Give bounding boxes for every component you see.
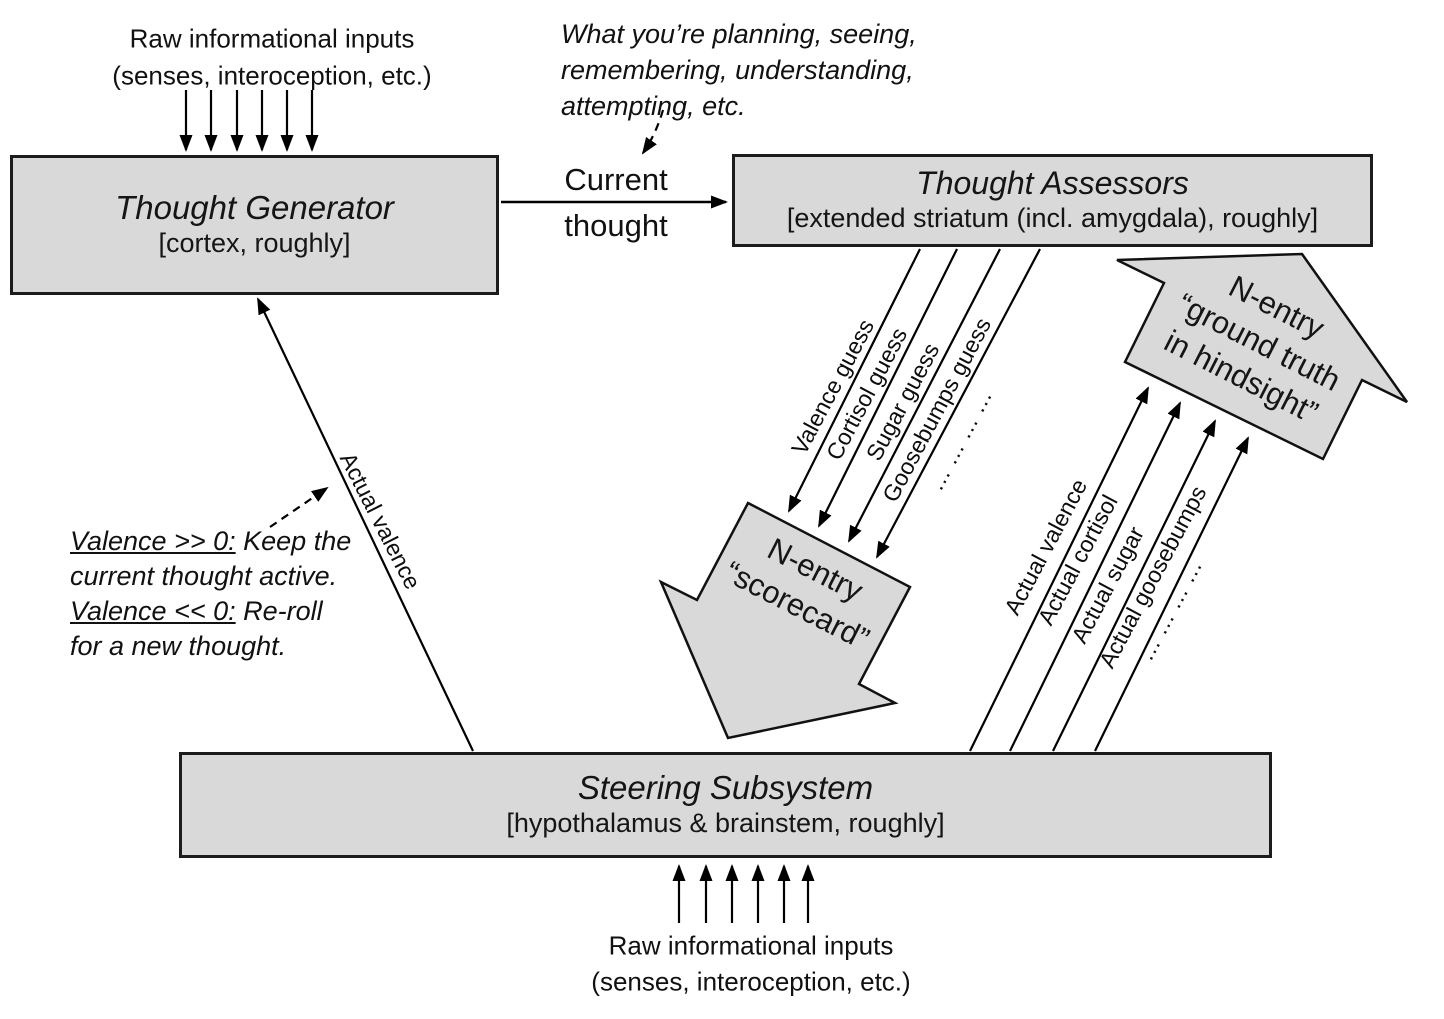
dashed-annotation-arrows bbox=[269, 109, 665, 528]
valence-rule-line2: current thought active. bbox=[70, 561, 338, 591]
thought-assessors-title: Thought Assessors bbox=[916, 165, 1189, 202]
thought-annotation-line2: remembering, understanding, bbox=[561, 55, 914, 85]
actual-arrows bbox=[969, 386, 1249, 752]
valence-rule-line1: Valence >> 0: Keep the bbox=[70, 524, 351, 559]
thought-assessors-box: Thought Assessors [extended striatum (in… bbox=[732, 154, 1373, 247]
steering-subsystem-title: Steering Subsystem bbox=[577, 769, 874, 807]
scorecard-block-arrow bbox=[658, 501, 912, 740]
thought-generator-box: Thought Generator [cortex, roughly] bbox=[10, 155, 499, 295]
bottom-raw-inputs-line1: Raw informational inputs bbox=[608, 930, 894, 961]
valence-negative-action-start: Re-roll bbox=[235, 596, 323, 626]
valence-rule-note: Valence >> 0: Keep the current thought a… bbox=[70, 524, 351, 664]
steering-subsystem-input-arrows bbox=[672, 864, 815, 923]
thought-annotation: What you’re planning, seeing, rememberin… bbox=[561, 16, 917, 124]
valence-negative-condition: Valence << 0: bbox=[70, 596, 236, 626]
thought-annotation-line3: attempting, etc. bbox=[561, 91, 746, 121]
actual-valence-arrow bbox=[257, 297, 474, 752]
valence-positive-action-start: Keep the bbox=[235, 526, 352, 556]
valence-rule-line3: Valence << 0: Re-roll bbox=[70, 594, 351, 629]
current-thought-label-line2: thought bbox=[564, 208, 668, 243]
thought-generator-subtitle: [cortex, roughly] bbox=[158, 228, 351, 259]
steering-subsystem-box: Steering Subsystem [hypothalamus & brain… bbox=[179, 752, 1272, 858]
thought-generator-title: Thought Generator bbox=[115, 189, 394, 227]
ground-truth-block-arrow bbox=[1116, 252, 1409, 461]
steering-subsystem-subtitle: [hypothalamus & brainstem, roughly] bbox=[506, 808, 945, 839]
top-raw-inputs-line1: Raw informational inputs bbox=[129, 23, 415, 54]
top-raw-inputs-line2: (senses, interoception, etc.) bbox=[112, 60, 432, 91]
valence-rule-line4: for a new thought. bbox=[70, 631, 287, 661]
thought-annotation-line1: What you’re planning, seeing, bbox=[561, 19, 917, 49]
thought-generator-input-arrows bbox=[179, 90, 319, 152]
thought-assessors-subtitle: [extended striatum (incl. amygdala), rou… bbox=[786, 203, 1319, 234]
current-thought-label-line1: Current bbox=[564, 162, 668, 197]
valence-positive-condition: Valence >> 0: bbox=[70, 526, 236, 556]
guess-arrows bbox=[788, 248, 1041, 559]
bottom-raw-inputs-line2: (senses, interoception, etc.) bbox=[591, 966, 911, 997]
